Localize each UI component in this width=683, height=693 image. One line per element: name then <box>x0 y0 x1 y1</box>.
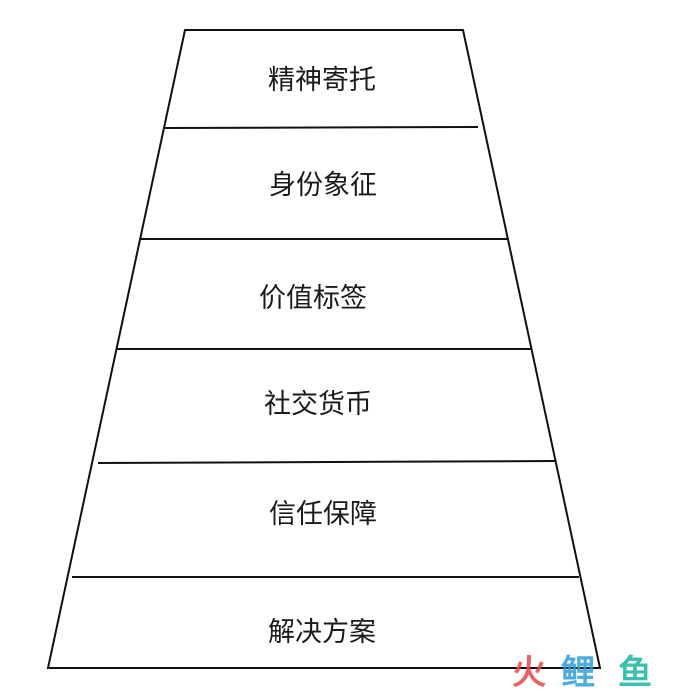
tier-label-3: 价值标签 <box>259 283 367 314</box>
tier-label-6: 解决方案 <box>268 617 376 648</box>
watermark-glyph-2: 鲤 <box>561 653 595 693</box>
watermark-glyph-3: 鱼 <box>618 653 652 693</box>
tier-divider <box>97 460 556 464</box>
tier-label-2: 身份象征 <box>269 170 377 201</box>
tier-label-5: 信任保障 <box>269 499 377 530</box>
watermark-glyph-1: 火 <box>512 653 546 693</box>
tier-label-4: 社交货币 <box>264 389 372 420</box>
watermark-logo: 火 鲤 鱼 <box>512 653 652 693</box>
tier-label-1: 精神寄托 <box>268 65 376 96</box>
tier-divider <box>162 126 479 129</box>
